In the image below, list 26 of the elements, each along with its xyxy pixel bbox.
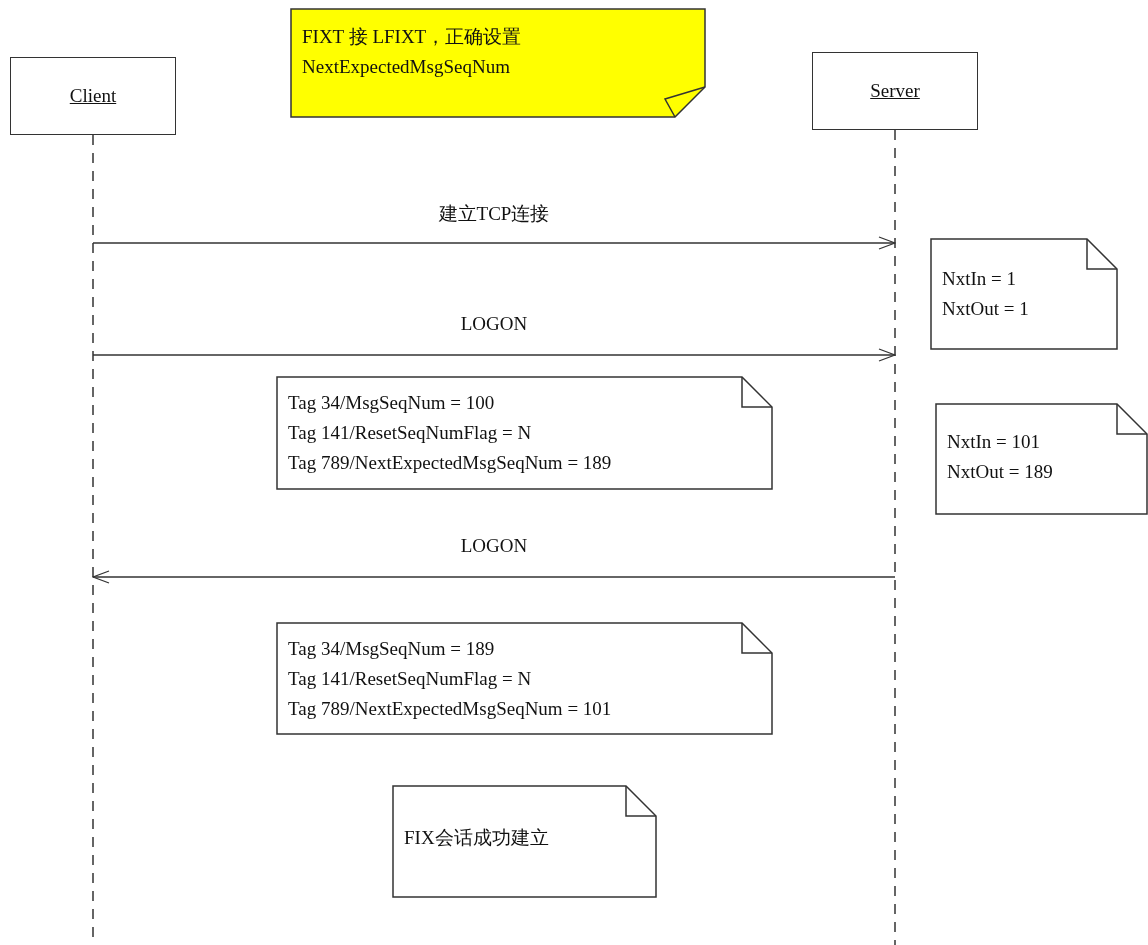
note-text: Tag 141/ResetSeqNumFlag = N bbox=[288, 421, 532, 445]
note-text: NxtOut = 189 bbox=[947, 460, 1053, 484]
note-text: NxtIn = 101 bbox=[947, 430, 1041, 454]
note-text: Tag 789/NextExpectedMsgSeqNum = 189 bbox=[288, 451, 612, 475]
participant-label: Client bbox=[69, 85, 117, 107]
participant-box bbox=[10, 57, 176, 135]
note-box bbox=[392, 785, 657, 898]
participant-box bbox=[812, 52, 978, 130]
note-text: NxtIn = 1 bbox=[942, 267, 1017, 291]
note-text: Tag 141/ResetSeqNumFlag = N bbox=[288, 667, 532, 691]
message-arrow bbox=[92, 570, 896, 584]
lifeline bbox=[894, 130, 896, 945]
participant-label: Server bbox=[870, 80, 920, 102]
note-text: FIXT 接 LFIXT，正确设置 NextExpectedMsgSeqNum bbox=[302, 25, 523, 79]
note-box bbox=[276, 376, 773, 490]
note-text: Tag 789/NextExpectedMsgSeqNum = 101 bbox=[288, 697, 612, 721]
message-arrow bbox=[92, 236, 896, 250]
note-box bbox=[276, 622, 773, 735]
note-text: NxtOut = 1 bbox=[942, 297, 1029, 321]
note-box bbox=[930, 238, 1118, 350]
note-text: FIX会话成功建立 bbox=[404, 826, 549, 850]
note-text: Tag 34/MsgSeqNum = 100 bbox=[288, 391, 495, 415]
note-box bbox=[290, 8, 706, 118]
message-arrow bbox=[92, 348, 896, 362]
note-box bbox=[935, 403, 1148, 515]
note-text: Tag 34/MsgSeqNum = 189 bbox=[288, 637, 495, 661]
